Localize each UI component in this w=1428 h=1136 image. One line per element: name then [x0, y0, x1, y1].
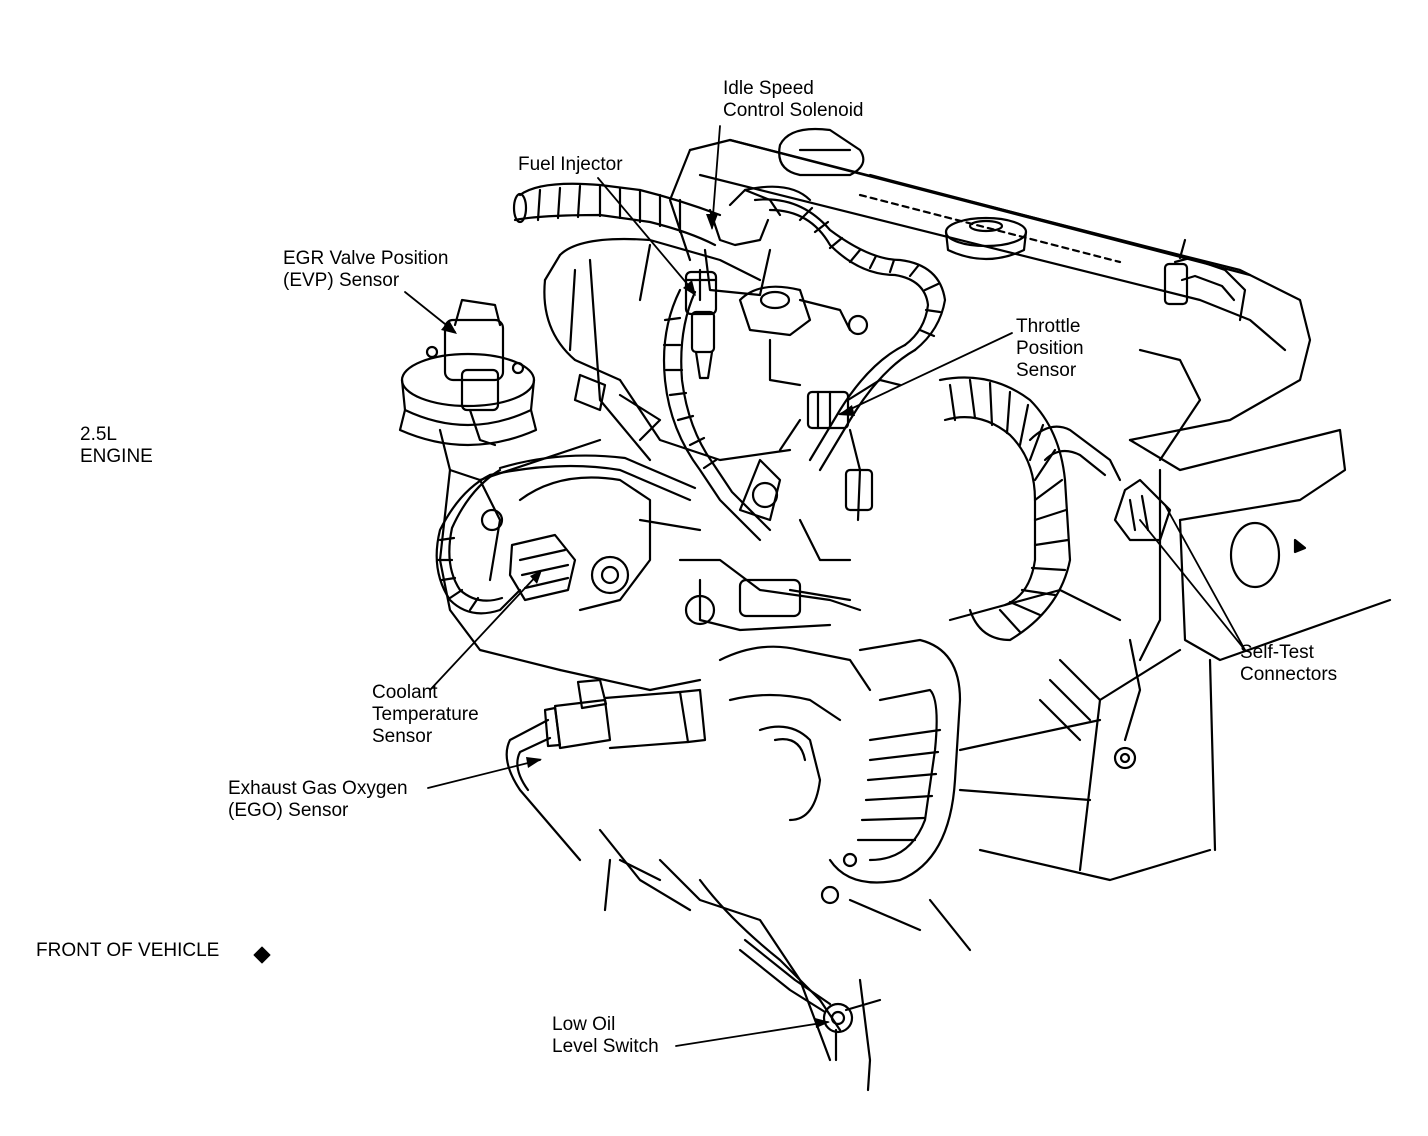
- self-test-line2: Connectors: [1240, 664, 1338, 685]
- left-harness-loop: [435, 454, 697, 615]
- fuel-injector-leader: [597, 177, 695, 293]
- engine-caption-line1: 2.5L: [80, 424, 117, 445]
- front-of-vehicle-label: FRONT OF VEHICLE: [36, 940, 219, 962]
- diamond-arrow-icon: [253, 946, 271, 964]
- lower-assembly: [678, 458, 862, 632]
- corrugated-hose: [938, 376, 1122, 642]
- throttle-body: [543, 237, 792, 462]
- ego-callout: Exhaust Gas Oxygen (EGO) Sensor: [228, 778, 408, 822]
- breather-cap: [778, 127, 865, 177]
- fuel-injector-line1: Fuel Injector: [518, 154, 623, 175]
- pcv-hose: [1163, 238, 1247, 322]
- coolant-line2: Temperature: [372, 704, 479, 725]
- egr-valve: [398, 298, 538, 447]
- egr-vp-line2: (EVP) Sensor: [283, 270, 400, 291]
- idle-speed-leader: [711, 125, 721, 229]
- intake-manifold: [438, 428, 702, 692]
- lower-bracket: [598, 828, 972, 1092]
- front-of-vehicle-text: FRONT OF VEHICLE: [36, 940, 220, 961]
- oil-level-line1: Low Oil: [552, 1014, 616, 1035]
- fuel-injector-callout: Fuel Injector: [518, 154, 623, 176]
- throttle-line1: Throttle: [1016, 316, 1081, 337]
- self-test-callout: Self-Test Connectors: [1240, 642, 1337, 686]
- self-test-leader-a: [1139, 519, 1246, 651]
- idle-speed-callout: Idle Speed Control Solenoid: [723, 78, 863, 122]
- wiring-harness: [662, 198, 947, 542]
- ego-leader: [427, 759, 541, 789]
- egr-vp-line1: EGR Valve Position: [283, 248, 449, 269]
- ego-line1: Exhaust Gas Oxygen: [228, 778, 408, 799]
- throttle-leader: [839, 332, 1013, 415]
- ego-line2: (EGO) Sensor: [228, 800, 349, 821]
- engine-caption-line2: ENGINE: [80, 446, 153, 467]
- coolant-line1: Coolant: [372, 682, 438, 703]
- self-test-leader-b: [1164, 504, 1246, 651]
- fuel-injector: [684, 270, 869, 387]
- self-test-connector-bodies: [1113, 478, 1172, 542]
- valve-cover: [668, 138, 1347, 522]
- idle-speed-line2: Control Solenoid: [723, 100, 864, 121]
- idle-speed-solenoid: [703, 185, 812, 297]
- oil-level-line2: Level Switch: [552, 1036, 659, 1057]
- oil-switch-body: [738, 938, 854, 1034]
- coolant-sensor-body: [508, 533, 577, 602]
- leader-arrowheads: [441, 214, 855, 1028]
- ego-sensor-body: [505, 678, 707, 862]
- engine-caption: 2.5L ENGINE: [80, 424, 153, 468]
- coolant-callout: Coolant Temperature Sensor: [372, 682, 479, 748]
- oil-level-leader: [675, 1021, 829, 1047]
- coolant-leader: [429, 571, 541, 691]
- exhaust-pipe: [718, 638, 962, 884]
- leader-lines: [404, 125, 1246, 1047]
- engine-block: [948, 468, 1392, 882]
- tps-connector: [778, 378, 902, 522]
- throttle-line3: Sensor: [1016, 360, 1077, 381]
- coolant-line3: Sensor: [372, 726, 433, 747]
- throttle-callout: Throttle Position Sensor: [1016, 316, 1084, 382]
- oil-level-callout: Low Oil Level Switch: [552, 1014, 659, 1058]
- air-intake-tube: [512, 182, 722, 247]
- oil-filler-cap: [944, 216, 1028, 261]
- throttle-line2: Position: [1016, 338, 1084, 359]
- egr-vp-callout: EGR Valve Position (EVP) Sensor: [283, 248, 448, 292]
- idle-speed-line1: Idle Speed: [723, 78, 814, 99]
- self-test-line1: Self-Test: [1240, 642, 1314, 663]
